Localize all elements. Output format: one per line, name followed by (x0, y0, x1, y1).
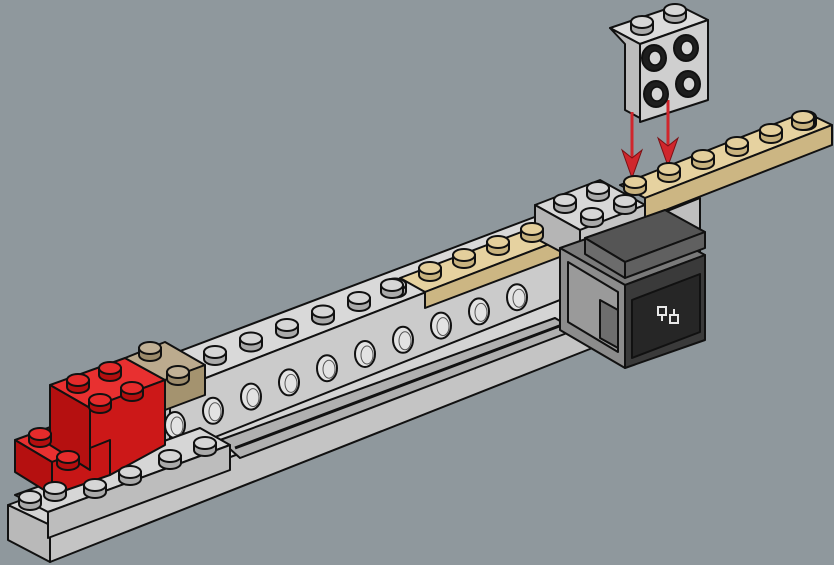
bracket-anti-stud (642, 45, 666, 71)
stud-tan-right (692, 150, 714, 169)
stud-tan (487, 236, 509, 255)
stud-base (119, 466, 141, 485)
bracket-anti-stud (644, 81, 668, 107)
stud-red (57, 451, 79, 470)
stud-base (44, 482, 66, 501)
stud-tan (521, 223, 543, 242)
stud-tan-right (624, 176, 646, 195)
stud-gray-brick (554, 194, 576, 213)
stud-tan (419, 262, 441, 281)
stud-base (159, 450, 181, 469)
stud-technic (240, 333, 262, 352)
stud-red (89, 394, 111, 413)
stud-bracket-top (664, 4, 686, 23)
stud-tan-right (760, 124, 782, 143)
stud-dark-tan (167, 366, 189, 385)
stud-base (194, 437, 216, 456)
stud-red (67, 374, 89, 393)
stud-technic (276, 319, 298, 338)
bracket-anti-stud (676, 71, 700, 97)
stud-gray-brick (587, 182, 609, 201)
stud-technic (312, 306, 334, 325)
bracket-anti-stud (674, 35, 698, 61)
stud-tan-right (726, 137, 748, 156)
stud-dark-tan (139, 342, 161, 361)
stud-red (121, 382, 143, 401)
stud-gray-brick (581, 208, 603, 227)
stud-gray-brick (614, 195, 636, 214)
stud-technic (381, 279, 403, 298)
stud-base (84, 479, 106, 498)
stud-tan (453, 249, 475, 268)
stud-technic (348, 292, 370, 311)
stud-red (99, 362, 121, 381)
stud-tan-right (792, 111, 814, 130)
stud-red (29, 428, 51, 447)
stud-bracket-top (631, 16, 653, 35)
stud-base (19, 491, 41, 510)
stud-technic (204, 346, 226, 365)
stud-tan-right (658, 163, 680, 182)
